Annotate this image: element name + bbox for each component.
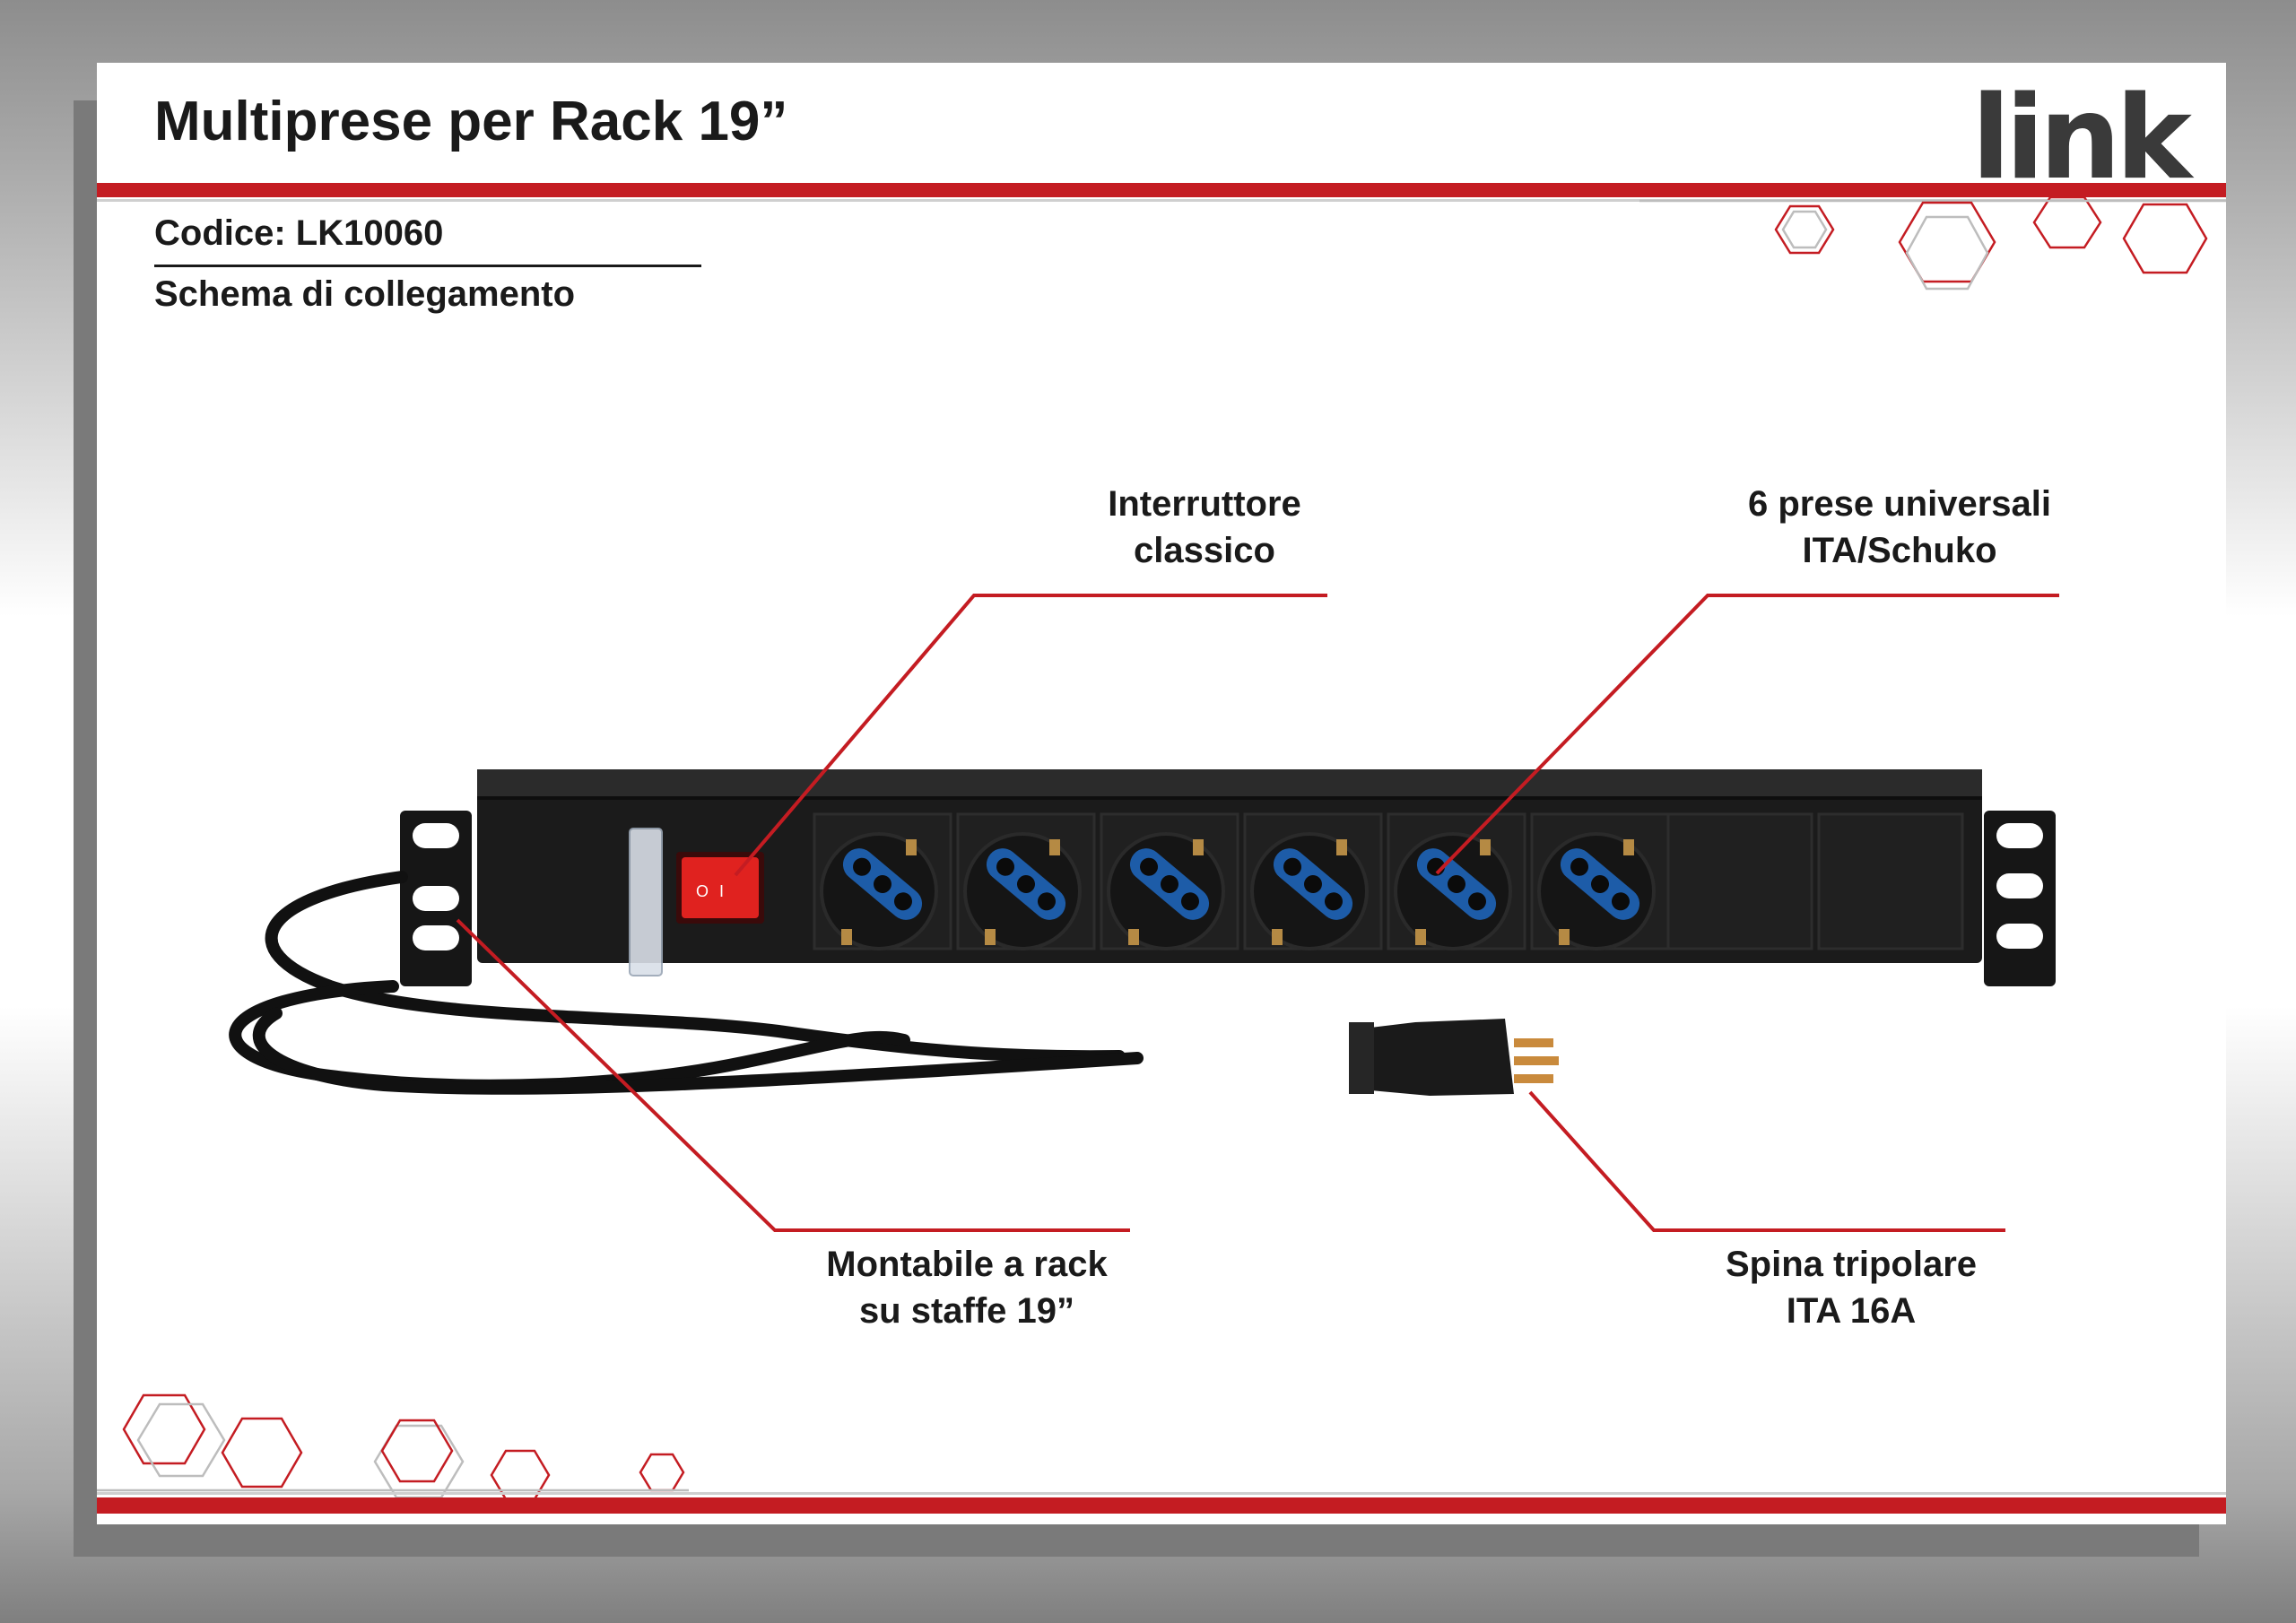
callout-plug: Spina tripolare ITA 16A	[1672, 1241, 2031, 1334]
switch-off-mark: O	[696, 882, 709, 900]
plug-icon	[1349, 1019, 1559, 1096]
hex-pattern-bottom-icon	[97, 1393, 689, 1501]
callout-switch-line1: Interruttore	[1108, 484, 1301, 524]
callout-rack: Montabile a rack su staffe 19”	[787, 1241, 1146, 1334]
footer-divider	[97, 1497, 2226, 1514]
socket-icon	[956, 812, 1096, 950]
page-title: Multiprese per Rack 19”	[154, 91, 788, 152]
callout-switch-line2: classico	[1134, 531, 1275, 570]
power-cord	[229, 871, 1144, 1095]
callout-plug-line2: ITA 16A	[1786, 1291, 1917, 1331]
power-switch-icon: O I	[676, 852, 764, 924]
code-underline	[154, 265, 701, 267]
callout-rack-line1: Montabile a rack	[826, 1245, 1108, 1284]
header-divider	[97, 183, 2226, 197]
switch-on-mark: I	[719, 882, 724, 900]
socket-icon	[813, 812, 952, 950]
callout-sockets-line1: 6 prese universali	[1748, 484, 2051, 524]
blank-panel	[1666, 812, 1813, 950]
document-sheet: Multiprese per Rack 19” link Codice: LK1…	[97, 63, 2226, 1524]
socket-icon	[1530, 812, 1670, 950]
leader-lines	[456, 594, 2059, 1232]
diagram-subtitle: Schema di collegamento	[154, 274, 576, 314]
callout-sockets: 6 prese universali ITA/Schuko	[1675, 481, 2124, 574]
socket-icon	[1243, 812, 1383, 950]
leader-switch	[734, 594, 1327, 877]
leader-sockets	[1435, 594, 2059, 875]
rack-ear-right	[1984, 811, 2056, 986]
blank-panel	[1817, 812, 1964, 950]
leader-plug	[1528, 1090, 2005, 1232]
socket-icon	[1387, 812, 1526, 950]
product-code: Codice: LK10060	[154, 213, 444, 253]
socket-icon	[1100, 812, 1239, 950]
leader-rack	[456, 918, 1130, 1232]
callout-sockets-line2: ITA/Schuko	[1802, 531, 1997, 570]
header-divider-shadow	[97, 199, 2226, 202]
callout-plug-line1: Spina tripolare	[1725, 1245, 1978, 1284]
socket-group	[813, 812, 1670, 950]
hex-pattern-top-icon	[1639, 195, 2226, 291]
product-diagram: O I	[97, 195, 2226, 1501]
callout-switch: Interruttore classico	[1025, 481, 1384, 574]
callout-rack-line2: su staffe 19”	[858, 1291, 1075, 1331]
footer-divider-shadow	[97, 1492, 2226, 1495]
switch-cover	[629, 828, 663, 976]
rack-ear-left	[400, 811, 472, 986]
